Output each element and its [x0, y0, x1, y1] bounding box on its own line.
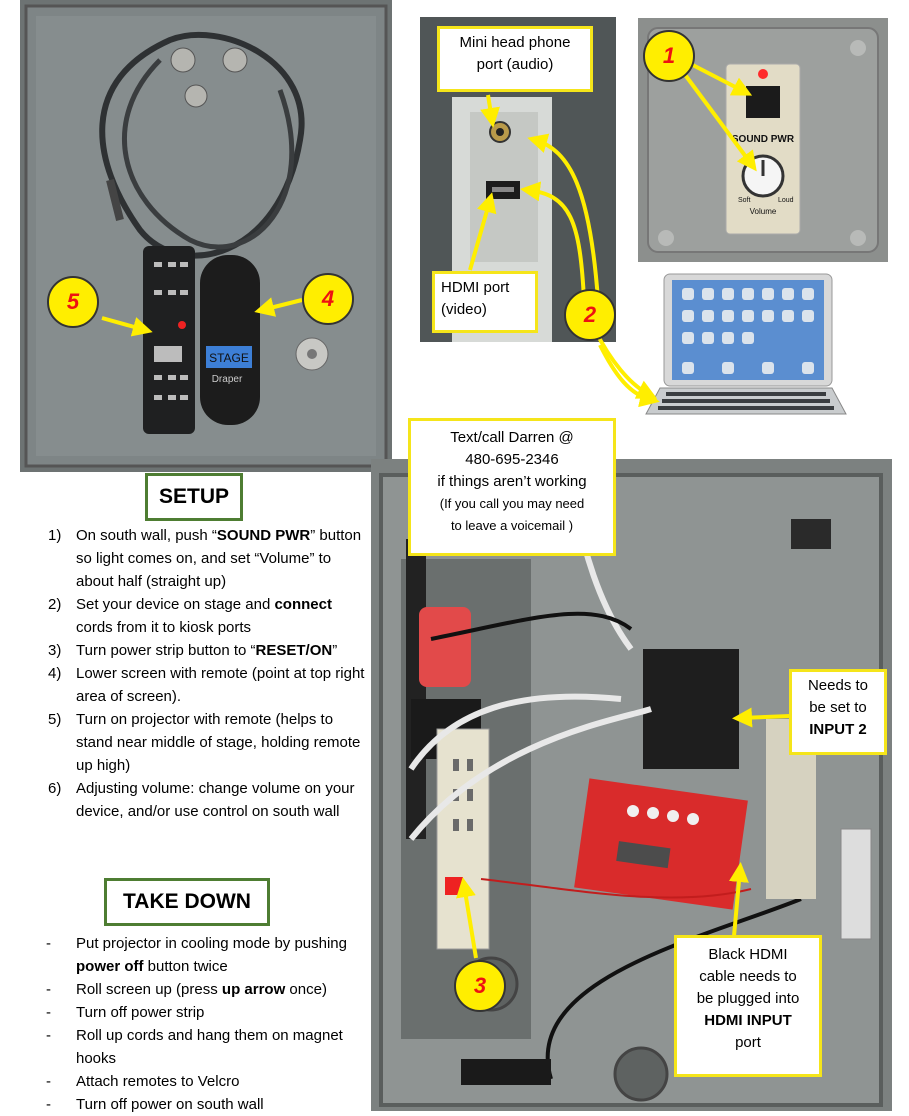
bullet-dash: - [46, 1004, 51, 1021]
hdmi-port-label: HDMI port (video) [432, 271, 538, 333]
item-text: Put projector in cooling mode by pushing [76, 935, 347, 952]
item-text: button twice [143, 958, 228, 975]
input2-line1: Needs to [807, 677, 869, 694]
sound-power-photo: SOUND PWR Soft Loud Volume [638, 18, 888, 262]
marker-4: 4 [302, 273, 354, 325]
hdmi-input-line4: HDMI INPUT [704, 1012, 792, 1029]
cabinet-remotes-photo: STAGE Draper [20, 0, 392, 472]
bullet-dash: - [46, 1073, 51, 1090]
contact-line3: if things aren’t working [437, 473, 587, 490]
setup-step: 3) Turn power strip button to “RESET/ON” [40, 639, 370, 662]
step-number: 1) [48, 527, 62, 544]
bullet-dash: - [46, 1096, 51, 1113]
marker-3: 3 [454, 960, 506, 1012]
step-text: cords from it to kiosk ports [76, 619, 252, 636]
step-text: Set your device on stage and [76, 596, 275, 613]
setup-heading: SETUP [145, 473, 243, 521]
setup-step: 5) Turn on projector with remote (helps t… [40, 708, 370, 777]
marker-2: 2 [564, 289, 616, 341]
takedown-item: - Turn off power on south wall [40, 1093, 370, 1116]
contact-line1: Text/call Darren @ [450, 429, 574, 446]
tablet-device-photo [640, 270, 852, 418]
loud-text: Loud [778, 197, 794, 204]
bullet-dash: - [46, 981, 51, 998]
headphone-port-text: Mini head phone port (audio) [459, 34, 571, 73]
hdmi-input-line2: cable needs to [699, 968, 797, 985]
step-text: Adjusting volume: change volume on your … [76, 780, 355, 820]
takedown-item: - Roll screen up (press up arrow once) [40, 978, 370, 1001]
contact-label: Text/call Darren @ 480-695-2346 if thing… [408, 418, 616, 556]
item-text: Attach remotes to Velcro [76, 1073, 240, 1090]
draper-logo-text: Draper [212, 374, 243, 385]
item-bold-text: up arrow [221, 981, 286, 998]
takedown-item: - Roll up cords and hang them on magnet h… [40, 1024, 370, 1070]
takedown-item: - Put projector in cooling mode by pushin… [40, 932, 370, 978]
hdmi-input-label: Black HDMI cable needs to be plugged int… [674, 935, 822, 1077]
step-bold-text: connect [274, 596, 332, 613]
input2-label: Needs to be set to INPUT 2 [789, 669, 887, 755]
soft-text: Soft [738, 197, 751, 204]
takedown-title: TAKE DOWN [123, 890, 251, 913]
setup-step: 2) Set your device on stage and connect c… [40, 593, 370, 639]
hdmi-input-line5: port [735, 1034, 761, 1051]
bullet-dash: - [46, 1027, 51, 1044]
marker-5: 5 [47, 276, 99, 328]
step-bold-text: RESET/ON [255, 642, 333, 659]
step-number: 4) [48, 665, 62, 682]
hdmi-input-line1: Black HDMI [708, 946, 788, 963]
item-text: Turn off power strip [76, 1004, 205, 1021]
step-text: On south wall, push “ [76, 527, 217, 544]
item-bold-text: power off [76, 958, 144, 975]
step-number: 5) [48, 711, 62, 728]
input2-line2: be set to [809, 699, 867, 716]
volume-text: Volume [750, 207, 777, 216]
hdmi-port-line1: HDMI port [441, 279, 510, 296]
takedown-list: - Put projector in cooling mode by pushin… [40, 932, 370, 1116]
takedown-heading: TAKE DOWN [104, 878, 270, 926]
marker-1: 1 [643, 30, 695, 82]
takedown-item: - Attach remotes to Velcro [40, 1070, 370, 1093]
setup-steps-list: 1) On south wall, push “SOUND PWR” button… [40, 524, 370, 823]
setup-step: 4) Lower screen with remote (point at top… [40, 662, 370, 708]
step-number: 3) [48, 642, 62, 659]
takedown-item: - Turn off power strip [40, 1001, 370, 1024]
setup-step: 1) On south wall, push “SOUND PWR” button… [40, 524, 370, 593]
stage-label-text: STAGE [209, 351, 249, 365]
hdmi-port-line2: (video) [441, 301, 487, 318]
step-text: ” [332, 642, 338, 659]
hdmi-input-line3: be plugged into [696, 990, 800, 1007]
step-text: Turn on projector with remote (helps to … [76, 711, 361, 774]
item-text: Roll up cords and hang them on magnet ho… [76, 1027, 343, 1067]
step-text: Lower screen with remote (point at top r… [76, 665, 365, 705]
headphone-port-label: Mini head phone port (audio) [437, 26, 593, 92]
setup-step: 6) Adjusting volume: change volume on you… [40, 777, 370, 823]
item-text: Turn off power on south wall [76, 1096, 264, 1113]
item-text: Roll screen up (press [76, 981, 222, 998]
step-number: 6) [48, 780, 62, 797]
contact-phone: 480-695-2346 [465, 451, 559, 468]
step-number: 2) [48, 596, 62, 613]
step-text: Turn power strip button to “ [76, 642, 256, 659]
sound-pwr-text: SOUND PWR [732, 134, 795, 145]
bullet-dash: - [46, 935, 51, 952]
contact-line4: (If you call you may need [439, 496, 585, 511]
item-text: once) [285, 981, 327, 998]
input2-line3: INPUT 2 [809, 721, 867, 738]
contact-line5: to leave a voicemail ) [450, 518, 574, 533]
step-bold-text: SOUND PWR [216, 527, 311, 544]
step-text: ” button so light comes on, and set “Vol… [76, 527, 362, 590]
setup-title: SETUP [158, 485, 229, 508]
